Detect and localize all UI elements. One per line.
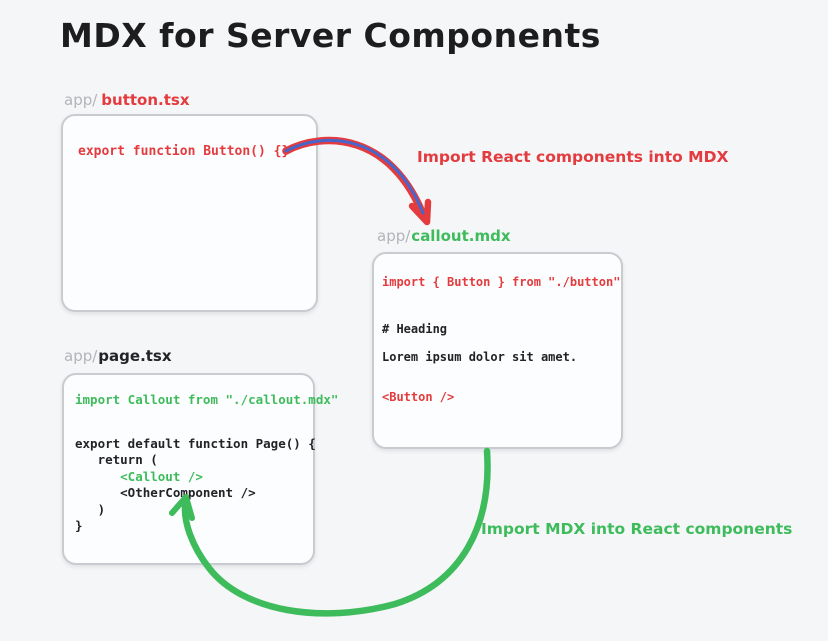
code-line-button-jsx: <Button /> bbox=[382, 390, 455, 404]
code-line-export-page: export default function Page() { bbox=[75, 435, 316, 451]
code-line-import-button: import { Button } from "./button" bbox=[382, 275, 621, 289]
diagram-title: MDX for Server Components bbox=[60, 16, 601, 55]
file-label-callout-mdx: app/callout.mdx bbox=[377, 227, 511, 245]
file-name-callout-mdx: callout.mdx bbox=[411, 227, 511, 245]
code-line-close-brace: } bbox=[75, 518, 83, 533]
file-name-button-tsx: button.tsx bbox=[101, 91, 190, 109]
annotation-import-mdx-into-react: Import MDX into React components bbox=[481, 520, 793, 538]
code-line-callout-jsx: <Callout /> bbox=[75, 468, 203, 484]
code-line-export-button: export function Button() {} bbox=[78, 144, 290, 159]
code-line-import-callout: import Callout from "./callout.mdx" bbox=[75, 392, 339, 407]
callout-mdx-card: import { Button } from "./button" # Head… bbox=[372, 252, 623, 449]
path-prefix: app/ bbox=[377, 227, 411, 245]
code-line-heading: # Heading bbox=[382, 322, 448, 336]
button-tsx-card: export function Button() {} bbox=[61, 114, 318, 312]
code-line-lorem: Lorem ipsum dolor sit amet. bbox=[382, 350, 578, 364]
code-line-othercomponent-jsx: <OtherComponent /> bbox=[75, 485, 256, 500]
path-prefix: app/ bbox=[64, 91, 98, 109]
annotation-import-react-into-mdx: Import React components into MDX bbox=[417, 148, 729, 166]
file-label-button-tsx: app/button.tsx bbox=[64, 91, 190, 109]
arrowhead bbox=[408, 198, 432, 226]
file-name-page-tsx: page.tsx bbox=[98, 347, 172, 365]
path-prefix: app/ bbox=[64, 347, 98, 365]
code-line-return: return ( bbox=[75, 452, 158, 467]
file-label-page-tsx: app/page.tsx bbox=[64, 347, 172, 365]
code-line-close-paren: ) bbox=[75, 501, 106, 517]
page-tsx-card: import Callout from "./callout.mdx" expo… bbox=[62, 373, 339, 565]
